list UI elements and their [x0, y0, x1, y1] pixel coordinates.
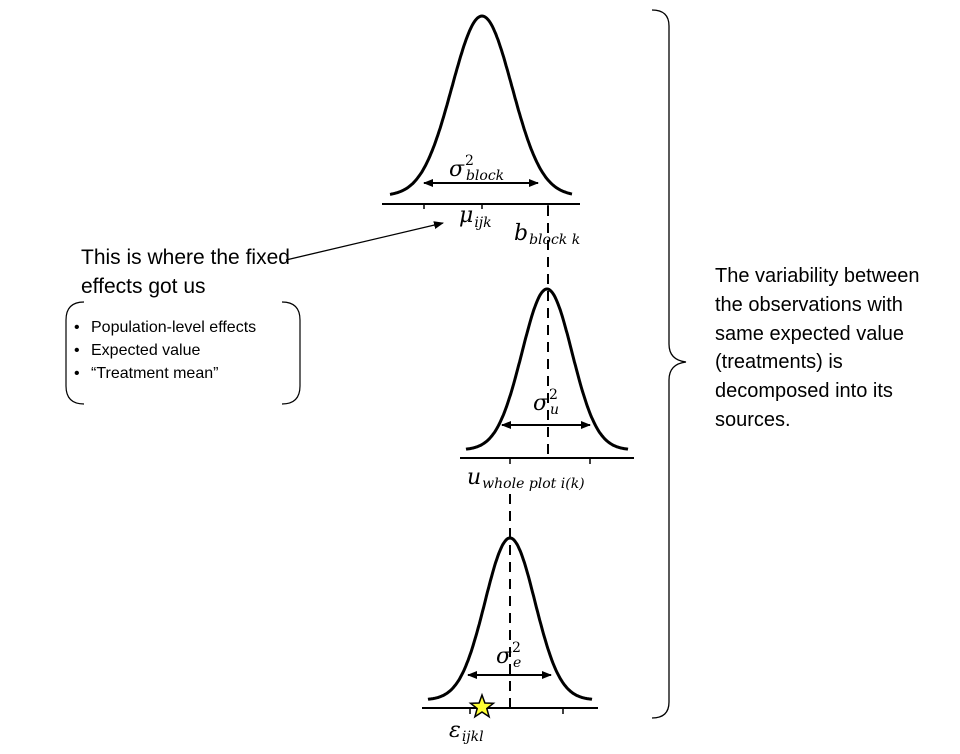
list-item: “Treatment mean” — [72, 362, 312, 385]
bullets-left-bracket — [65, 301, 85, 405]
list-item: Expected value — [72, 339, 312, 362]
whole-plot-effect-label: uwhole plot i(k) — [467, 465, 585, 492]
callout-arrow — [285, 221, 444, 261]
list-item: Population-level effects — [72, 316, 312, 339]
residual-effect-label: εijkl — [449, 718, 484, 745]
observation-star-icon — [468, 692, 496, 719]
mean-label: μijk — [459, 203, 492, 231]
residual-normal-curve — [427, 536, 593, 701]
fixed-effects-bullet-list: Population-level effects Expected value … — [72, 316, 312, 385]
fixed-effects-callout-title: This is where the fixed effects got us — [81, 246, 290, 298]
right-curly-brace — [651, 9, 687, 719]
block-effect-label: bblock k — [514, 221, 580, 248]
block-normal-curve — [389, 14, 573, 196]
whole-plot-normal-curve — [465, 287, 629, 451]
variability-explanation: The variability between the observations… — [715, 265, 920, 431]
